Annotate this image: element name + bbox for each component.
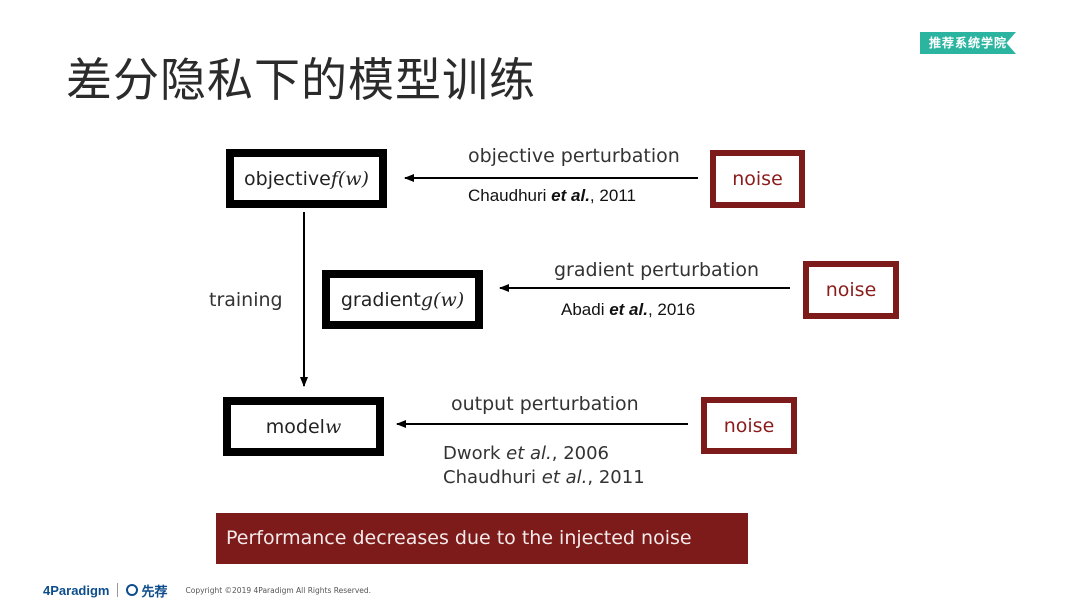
- objective-box: objective f(w): [226, 149, 387, 208]
- objective-cite-etal: et al.: [551, 186, 590, 205]
- logo-divider: [117, 583, 119, 597]
- output-cite2-author: Chaudhuri: [443, 467, 542, 488]
- noise-box-output: noise: [701, 397, 797, 454]
- gradient-box: gradient g(w): [322, 270, 483, 329]
- objective-citation: Chaudhuri et al., 2011: [468, 186, 636, 206]
- model-box: model w: [223, 397, 384, 456]
- copyright-text: Copyright ©2019 4Paradigm All Rights Res…: [185, 585, 372, 595]
- objective-math: f(w): [330, 167, 369, 190]
- output-citation-2: Chaudhuri et al., 2011: [443, 466, 645, 490]
- output-citations: Dwork et al., 2006 Chaudhuri et al., 201…: [443, 442, 645, 490]
- output-perturbation-label: output perturbation: [451, 393, 639, 415]
- output-cite1-year: , 2006: [551, 443, 610, 464]
- gradient-math: g(w): [420, 288, 465, 311]
- gradient-cite-author: Abadi: [561, 300, 610, 319]
- brand-badge: 推荐系统学院: [920, 32, 1016, 54]
- model-text: model: [265, 415, 325, 438]
- gradient-perturbation-label: gradient perturbation: [554, 259, 760, 281]
- output-cite1-author: Dwork: [443, 443, 507, 464]
- footer: 4Paradigm 先荐 Copyright ©2019 4Paradigm A…: [43, 580, 371, 600]
- noise-box-objective: noise: [710, 150, 805, 208]
- objective-text: objective: [244, 167, 331, 190]
- gradient-citation: Abadi et al., 2016: [561, 300, 695, 320]
- slide-title: 差分隐私下的模型训练: [66, 53, 536, 107]
- objective-cite-year: , 2011: [589, 186, 636, 205]
- output-cite2-year: , 2011: [587, 467, 645, 488]
- objective-perturbation-label: objective perturbation: [468, 145, 680, 167]
- output-cite2-etal: et al.: [541, 467, 588, 488]
- gradient-cite-etal: et al.: [609, 300, 648, 319]
- output-citation-1: Dwork et al., 2006: [443, 442, 645, 466]
- output-cite1-etal: et al.: [506, 443, 552, 464]
- xianjian-logo-text: 先荐: [141, 584, 168, 600]
- xianjian-logo-icon: [126, 584, 139, 596]
- training-label: training: [209, 289, 283, 311]
- model-math: w: [324, 415, 342, 438]
- objective-cite-author: Chaudhuri: [468, 186, 552, 205]
- gradient-cite-year: , 2016: [647, 300, 696, 319]
- 4paradigm-logo: 4Paradigm: [43, 582, 110, 598]
- noise-box-gradient: noise: [803, 261, 899, 319]
- gradient-text: gradient: [340, 288, 421, 311]
- xianjian-logo: 先荐: [126, 581, 168, 600]
- conclusion-banner: Performance decreases due to the injecte…: [216, 513, 748, 564]
